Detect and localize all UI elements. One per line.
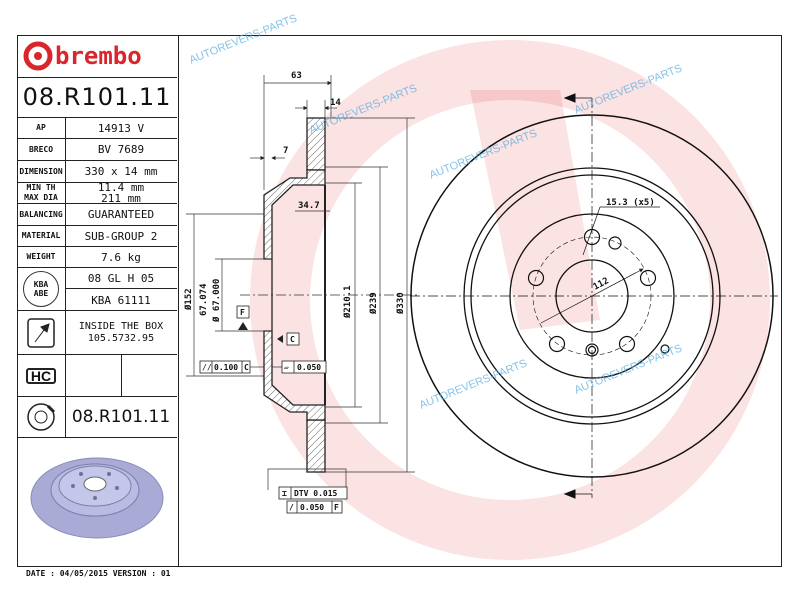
spec-row: AP 14913 V xyxy=(17,118,177,139)
tol-flatness: 0.050 xyxy=(297,363,321,372)
tolerance-frames: F C // 0.100 C ▱ 0.050 ⌶ DTV 0.015 / 0.0… xyxy=(199,305,348,514)
dim-14: 14 xyxy=(330,98,341,108)
spec-row: BRECO BV 7689 xyxy=(17,139,177,161)
hc-row: HC xyxy=(17,355,177,397)
screw-part-number: 105.5732.95 xyxy=(87,332,155,344)
dim-210-1: Ø210.1 xyxy=(342,285,353,319)
dim-330: Ø330 xyxy=(395,292,406,315)
spec-label: WEIGHT xyxy=(17,247,66,267)
screw-icon xyxy=(17,311,66,354)
spec-row: MATERIAL SUB-GROUP 2 xyxy=(17,226,177,247)
svg-text:/: / xyxy=(289,503,294,512)
holes-label: 15.3 (x5) xyxy=(606,198,655,208)
tol-runout-ref: F xyxy=(334,503,339,512)
spec-table: brembo 08.R101.11 AP 14913 V BRECO BV 7689… xyxy=(17,35,179,567)
spec-label: BALANCING xyxy=(17,204,66,225)
spec-label: MIN TH xyxy=(26,183,56,192)
spec-label: DIMENSION xyxy=(17,161,66,182)
spec-value: BV 7689 xyxy=(97,143,145,156)
screw-text: INSIDE THE BOX xyxy=(78,320,164,332)
spec-row: WEIGHT 7.6 kg xyxy=(17,247,177,268)
tol-parallel: 0.100 xyxy=(214,363,238,372)
svg-text:▱: ▱ xyxy=(284,363,289,372)
brand-name: brembo xyxy=(55,42,142,70)
logo-row: brembo xyxy=(17,35,177,78)
dim-152: Ø152 xyxy=(183,288,194,311)
dim-239: Ø239 xyxy=(368,292,379,315)
spec-label: BRECO xyxy=(17,139,66,160)
datum-c: C xyxy=(290,335,295,344)
kba-badge-text: KBA xyxy=(33,280,49,289)
dim-67-max: 67.074 xyxy=(199,283,209,316)
spec-value: 11.4 mm xyxy=(97,181,145,194)
dim-34-7: 34.7 xyxy=(298,201,320,211)
tol-parallel-ref: C xyxy=(244,363,249,372)
datum-f: F xyxy=(240,308,245,317)
bottom-part-row: 08.R101.11 xyxy=(17,397,177,438)
spec-value: SUB-GROUP 2 xyxy=(84,229,158,243)
spec-value: 14913 V xyxy=(97,121,145,135)
dim-67-min: Ø 67.000 xyxy=(211,279,222,323)
spec-row: DIMENSION 330 x 14 mm xyxy=(17,161,177,183)
spec-value: 7.6 kg xyxy=(101,250,141,264)
tol-dtv: DTV 0.015 xyxy=(294,489,338,498)
kba-value: KBA 61111 xyxy=(91,293,151,307)
spec-value: 330 x 14 mm xyxy=(84,165,158,178)
dim-7: 7 xyxy=(283,146,288,156)
tol-runout: 0.050 xyxy=(300,503,324,512)
front-view xyxy=(410,93,778,499)
kba-value: 08 GL H 05 xyxy=(65,268,177,289)
spec-label: AP xyxy=(17,118,66,138)
disc-3d-image xyxy=(30,457,164,539)
svg-text://: // xyxy=(202,363,212,372)
part-number-row: 08.R101.11 xyxy=(17,78,177,118)
kba-badge-text: ABE xyxy=(33,289,49,298)
drawing-frame xyxy=(17,35,782,567)
bottom-part-number: 08.R101.11 xyxy=(71,406,171,427)
svg-text:⌶: ⌶ xyxy=(282,489,287,498)
dimension-lines xyxy=(186,75,420,490)
footer-date-version: DATE : 04/05/2015 VERSION : 01 xyxy=(26,569,171,578)
spec-label: MAX DIA xyxy=(24,193,58,202)
hc-icon: HC xyxy=(17,355,66,396)
part-number: 08.R101.11 xyxy=(22,83,172,111)
dim-63: 63 xyxy=(291,71,302,81)
spec-label: MATERIAL xyxy=(17,226,66,246)
pcd-label: 112 xyxy=(592,276,611,292)
spec-value: 211 mm xyxy=(101,192,141,205)
spec-row: BALANCING GUARANTEED xyxy=(17,204,177,226)
spec-value: GUARANTEED xyxy=(87,208,155,221)
brembo-logo: brembo xyxy=(23,41,142,71)
hc-badge: HC xyxy=(25,367,57,384)
disc-pad-icon xyxy=(17,397,66,437)
